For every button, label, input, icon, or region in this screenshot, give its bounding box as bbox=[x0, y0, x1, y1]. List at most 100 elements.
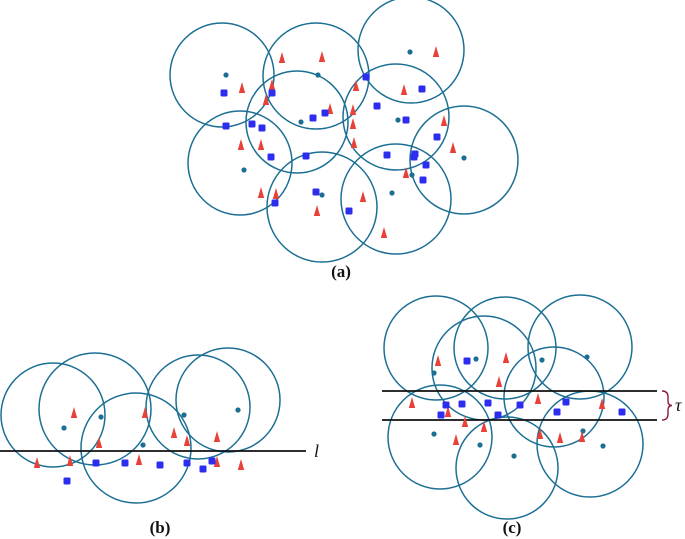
triangle-point bbox=[598, 398, 606, 409]
square-point bbox=[121, 459, 129, 467]
dot-point bbox=[181, 412, 187, 418]
triangle-point bbox=[238, 82, 246, 93]
triangle-point bbox=[95, 437, 103, 448]
dot-point bbox=[580, 428, 586, 434]
coverage-circle bbox=[357, 0, 465, 104]
dot-point bbox=[407, 49, 413, 55]
triangle-point bbox=[556, 432, 564, 443]
triangle-point bbox=[449, 142, 457, 153]
triangle-point bbox=[380, 227, 388, 238]
triangle-point bbox=[213, 431, 221, 442]
square-point bbox=[373, 102, 381, 110]
triangle-point bbox=[213, 456, 221, 467]
square-point bbox=[312, 188, 320, 196]
square-point bbox=[208, 457, 216, 465]
triangle-point bbox=[502, 352, 510, 363]
dot-point bbox=[223, 72, 229, 78]
square-point bbox=[321, 109, 329, 117]
square-point bbox=[442, 401, 450, 409]
triangle-point bbox=[313, 205, 321, 216]
dot-point bbox=[600, 443, 606, 449]
square-point bbox=[383, 151, 391, 159]
triangle-point bbox=[480, 421, 488, 432]
triangle-point bbox=[432, 46, 440, 57]
coverage-circle bbox=[342, 63, 450, 171]
dot-point bbox=[61, 425, 67, 431]
coverage-circle bbox=[266, 151, 378, 263]
dot-point bbox=[511, 453, 517, 459]
triangle-point bbox=[278, 52, 286, 63]
triangle-point bbox=[257, 139, 265, 150]
square-point bbox=[220, 89, 228, 97]
triangle-point bbox=[452, 434, 460, 445]
triangle-point bbox=[268, 79, 276, 90]
dot-point bbox=[395, 117, 401, 123]
triangle-point bbox=[33, 457, 41, 468]
dot-point bbox=[461, 155, 467, 161]
caption-a: (a) bbox=[331, 262, 351, 281]
square-point bbox=[345, 207, 353, 215]
triangle-point bbox=[444, 406, 452, 417]
square-point bbox=[309, 114, 317, 122]
dot-point bbox=[241, 167, 247, 173]
coverage-circle bbox=[340, 143, 452, 255]
dot-point bbox=[539, 357, 545, 363]
coverage-circle bbox=[453, 296, 557, 400]
caption-b: (b) bbox=[150, 518, 171, 537]
coverage-circle bbox=[383, 295, 489, 401]
tau-brace bbox=[661, 390, 673, 421]
coverage-circle bbox=[38, 352, 152, 466]
coverage-circle bbox=[169, 22, 275, 128]
coverage-circle bbox=[0, 362, 106, 468]
dot-point bbox=[140, 442, 146, 448]
square-point bbox=[302, 152, 310, 160]
dot-point bbox=[298, 119, 304, 125]
triangle-point bbox=[237, 139, 245, 150]
triangle-point bbox=[70, 407, 78, 418]
triangle-point bbox=[237, 459, 245, 470]
triangle-point bbox=[400, 84, 408, 95]
triangle-point bbox=[257, 187, 265, 198]
square-point bbox=[271, 199, 279, 207]
square-point bbox=[458, 400, 466, 408]
coverage-circle bbox=[387, 384, 493, 490]
triangle-point bbox=[135, 454, 143, 465]
square-point bbox=[268, 89, 276, 97]
coverage-circle bbox=[145, 354, 251, 460]
triangle-point bbox=[262, 94, 270, 105]
dot-point bbox=[584, 354, 590, 360]
triangle-point bbox=[402, 167, 410, 178]
dot-point bbox=[473, 356, 479, 362]
coverage-circle bbox=[455, 416, 559, 520]
square-point bbox=[402, 116, 410, 124]
square-point bbox=[422, 161, 430, 169]
triangle-point bbox=[66, 455, 74, 466]
square-point bbox=[410, 153, 418, 161]
triangle-point bbox=[495, 376, 503, 387]
triangle-point bbox=[434, 355, 442, 366]
panel-c bbox=[382, 294, 657, 520]
dot-point bbox=[315, 72, 321, 78]
line-label-l: l bbox=[314, 441, 319, 461]
triangle-point bbox=[318, 51, 326, 62]
dot-point bbox=[431, 370, 437, 376]
dot-point bbox=[431, 431, 437, 437]
triangle-point bbox=[349, 118, 357, 129]
coverage-circle bbox=[80, 392, 192, 504]
panel-b bbox=[0, 347, 306, 504]
square-point bbox=[494, 411, 502, 419]
square-point bbox=[516, 401, 524, 409]
coverage-circle bbox=[245, 70, 349, 174]
square-point bbox=[562, 398, 570, 406]
square-point bbox=[183, 459, 191, 467]
square-point bbox=[156, 461, 164, 469]
triangle-point bbox=[578, 431, 586, 442]
dot-point bbox=[477, 442, 483, 448]
coverage-circle bbox=[175, 347, 281, 453]
triangle-point bbox=[359, 191, 367, 202]
dot-point bbox=[409, 172, 415, 178]
square-point bbox=[437, 411, 445, 419]
triangle-point bbox=[408, 397, 416, 408]
square-point bbox=[362, 73, 370, 81]
triangle-point bbox=[440, 115, 448, 126]
